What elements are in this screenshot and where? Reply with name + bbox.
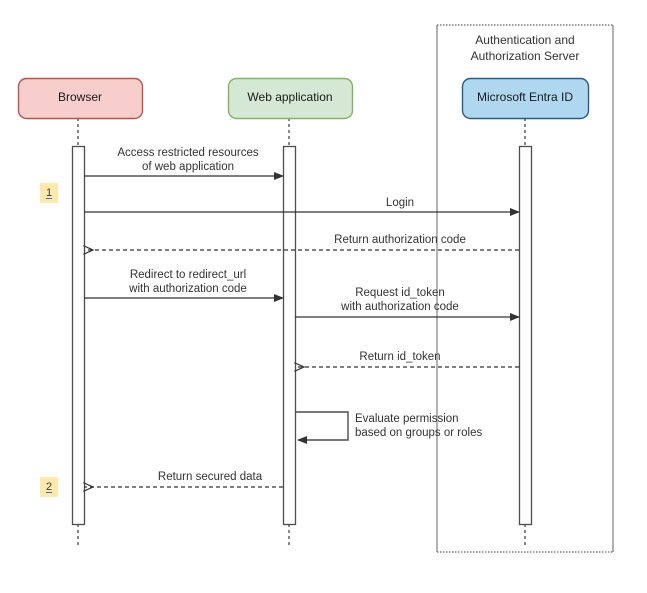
step-badge-2[interactable]: 2: [40, 477, 58, 497]
participant-box-browser: [17, 77, 144, 120]
participant-boxes: [17, 77, 590, 120]
activation-bar-webapp: [282, 145, 297, 526]
group-boundary-box: [436, 24, 614, 553]
participant-label-browser: Browser: [57, 90, 102, 104]
activation-bars: [71, 145, 533, 526]
message-arrow-7: [295, 411, 349, 444]
participant-box-entra: [461, 77, 590, 120]
participant-label-webapp: Web application: [247, 90, 333, 104]
message-arrows: [84, 172, 520, 487]
activation-bar-entra: [518, 145, 533, 526]
participant-box-webapp: [227, 77, 354, 120]
activation-bar-browser: [71, 145, 86, 526]
lifelines: [77, 118, 526, 546]
participant-label-entra: Microsoft Entra ID: [476, 90, 574, 104]
step-badge-1[interactable]: 1: [40, 183, 58, 203]
group-title-text: Authentication and Authorization Server: [470, 33, 580, 63]
